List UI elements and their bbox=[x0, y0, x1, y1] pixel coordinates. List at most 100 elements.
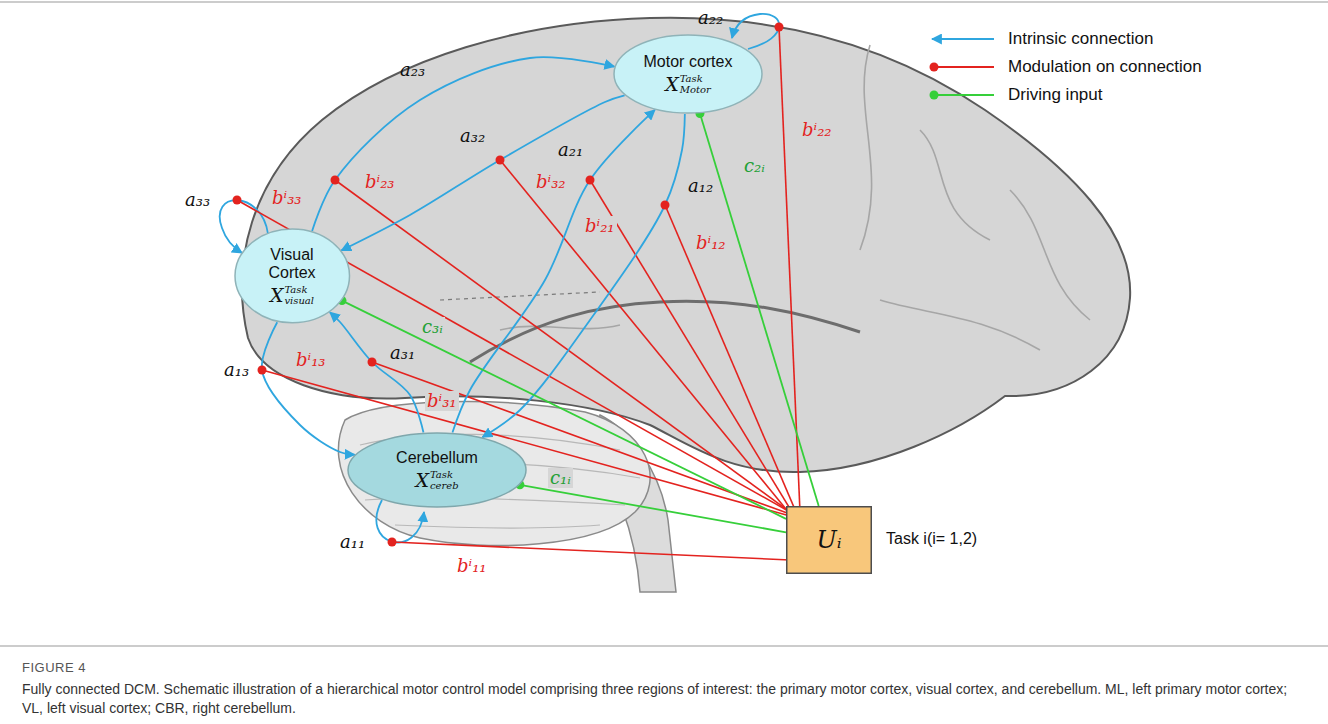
modulation-dot bbox=[331, 176, 340, 185]
cerebellum-folia bbox=[352, 434, 640, 528]
driving-input-line bbox=[342, 301, 786, 519]
state-superscript: Task bbox=[430, 469, 459, 480]
region-name: Visual Cortex bbox=[257, 246, 327, 282]
state-subscript: visual bbox=[284, 295, 314, 306]
folium bbox=[360, 434, 620, 450]
legend-sample bbox=[928, 85, 998, 105]
sulcus bbox=[1010, 190, 1090, 320]
region-name: Motor cortex bbox=[644, 53, 733, 71]
modulation-dot bbox=[586, 176, 595, 185]
index-stack: Taskvisual bbox=[284, 284, 314, 306]
legend-text: Modulation on connection bbox=[1008, 57, 1202, 77]
driving-input-dot bbox=[337, 296, 346, 305]
modulation-label: bⁱ₁₁ bbox=[455, 556, 489, 576]
state-variable: XTaskvisual bbox=[270, 284, 314, 306]
driving-input-label: c₁ᵢ bbox=[548, 468, 573, 488]
self-connection-loop bbox=[732, 14, 779, 49]
state-variable: XTaskMotor bbox=[665, 73, 711, 95]
state-symbol: X bbox=[270, 284, 284, 306]
state-symbol: X bbox=[415, 469, 429, 491]
self-connection-label: a₂₂ bbox=[696, 8, 725, 28]
driving-input-dot bbox=[515, 480, 524, 489]
legend-line bbox=[934, 94, 994, 96]
modulation-line bbox=[779, 27, 800, 512]
sulci bbox=[500, 45, 1090, 350]
modulation-dot bbox=[258, 366, 267, 375]
state-subscript: Motor bbox=[680, 84, 711, 95]
modulation-line bbox=[335, 180, 790, 512]
node-content: Motor cortexXTaskMotor bbox=[644, 53, 733, 95]
state-subscript: cereb bbox=[430, 480, 459, 491]
connection-label: a₁₂ bbox=[686, 176, 715, 196]
state-symbol: X bbox=[665, 73, 679, 95]
modulation-dot bbox=[368, 358, 377, 367]
folium bbox=[352, 462, 640, 478]
frame-rule bbox=[0, 645, 1328, 647]
input-box-shape bbox=[787, 507, 872, 574]
index-stack: Taskcereb bbox=[430, 469, 459, 491]
connection-label: a₃₂ bbox=[458, 126, 487, 146]
ellipse-outline bbox=[347, 432, 527, 508]
ellipse-outline bbox=[613, 34, 763, 114]
modulation-label: bⁱ₃₁ bbox=[425, 391, 459, 411]
figure-title: FIGURE 4 bbox=[22, 660, 86, 676]
figure-caption: Fully connected DCM. Schematic illustrat… bbox=[22, 680, 1312, 718]
modulation-line bbox=[392, 542, 790, 560]
modulation-dot bbox=[496, 156, 505, 165]
index-stack: TaskMotor bbox=[680, 73, 711, 95]
legend-arrow bbox=[932, 38, 994, 40]
state-superscript: Task bbox=[284, 284, 314, 295]
sulcus bbox=[500, 325, 620, 330]
sulcus bbox=[880, 300, 1040, 350]
connection-label: a₂₁ bbox=[556, 140, 585, 160]
region-ellipse: Motor cortexXTaskMotor bbox=[613, 34, 763, 114]
intrinsic-connection bbox=[330, 312, 424, 432]
legend-sample bbox=[928, 57, 998, 77]
driving-input-line bbox=[520, 485, 786, 533]
region-ellipse-shape bbox=[235, 229, 350, 323]
modulation-dot bbox=[388, 538, 397, 547]
legend-item: Intrinsic connection bbox=[928, 28, 1154, 50]
sylvian-fissure bbox=[470, 301, 860, 362]
region-name: Cerebellum bbox=[396, 449, 478, 467]
connection-label: a₃₁ bbox=[388, 343, 417, 363]
folium bbox=[395, 525, 600, 528]
legend-line bbox=[934, 66, 994, 68]
input-note: Task i(i= 1,2) bbox=[884, 529, 979, 549]
state-variable: XTaskcereb bbox=[415, 469, 458, 491]
node-content: Visual CortexXTaskvisual bbox=[257, 246, 327, 306]
modulation-label: bⁱ₂₁ bbox=[583, 216, 617, 236]
legend-item: Driving input bbox=[928, 84, 1103, 106]
frame-rule bbox=[0, 1, 1328, 3]
region-ellipse-shape bbox=[614, 35, 762, 113]
legend-text: Intrinsic connection bbox=[1008, 29, 1154, 49]
cerebrum-outline bbox=[242, 18, 1130, 472]
folium bbox=[365, 498, 625, 505]
node-content: Uᵢ bbox=[816, 526, 841, 554]
connection-label: a₁₃ bbox=[222, 360, 251, 380]
modulation-label: bⁱ₂₃ bbox=[363, 172, 397, 192]
driving-input-line bbox=[700, 113, 819, 506]
driving-input-label: c₂ᵢ bbox=[742, 156, 767, 176]
region-ellipse: Visual CortexXTaskvisual bbox=[234, 228, 351, 324]
modulation-label: bⁱ₁₃ bbox=[294, 350, 328, 370]
driving-input-label: c₃ᵢ bbox=[420, 317, 445, 337]
self-connection-label: a₁₁ bbox=[338, 532, 367, 552]
legend-sample bbox=[928, 29, 998, 49]
state-superscript: Task bbox=[680, 73, 711, 84]
region-ellipse: CerebellumXTaskcereb bbox=[347, 432, 527, 508]
modulation-line bbox=[237, 200, 790, 512]
intrinsic-connection bbox=[341, 95, 624, 250]
self-connection-label: a₃₃ bbox=[183, 190, 212, 210]
input-box: Uᵢ bbox=[786, 506, 872, 574]
modulation-dot bbox=[775, 23, 784, 32]
ellipse-outline bbox=[234, 228, 351, 324]
region-ellipse-shape bbox=[348, 433, 526, 507]
driving-input-dot bbox=[695, 109, 704, 118]
